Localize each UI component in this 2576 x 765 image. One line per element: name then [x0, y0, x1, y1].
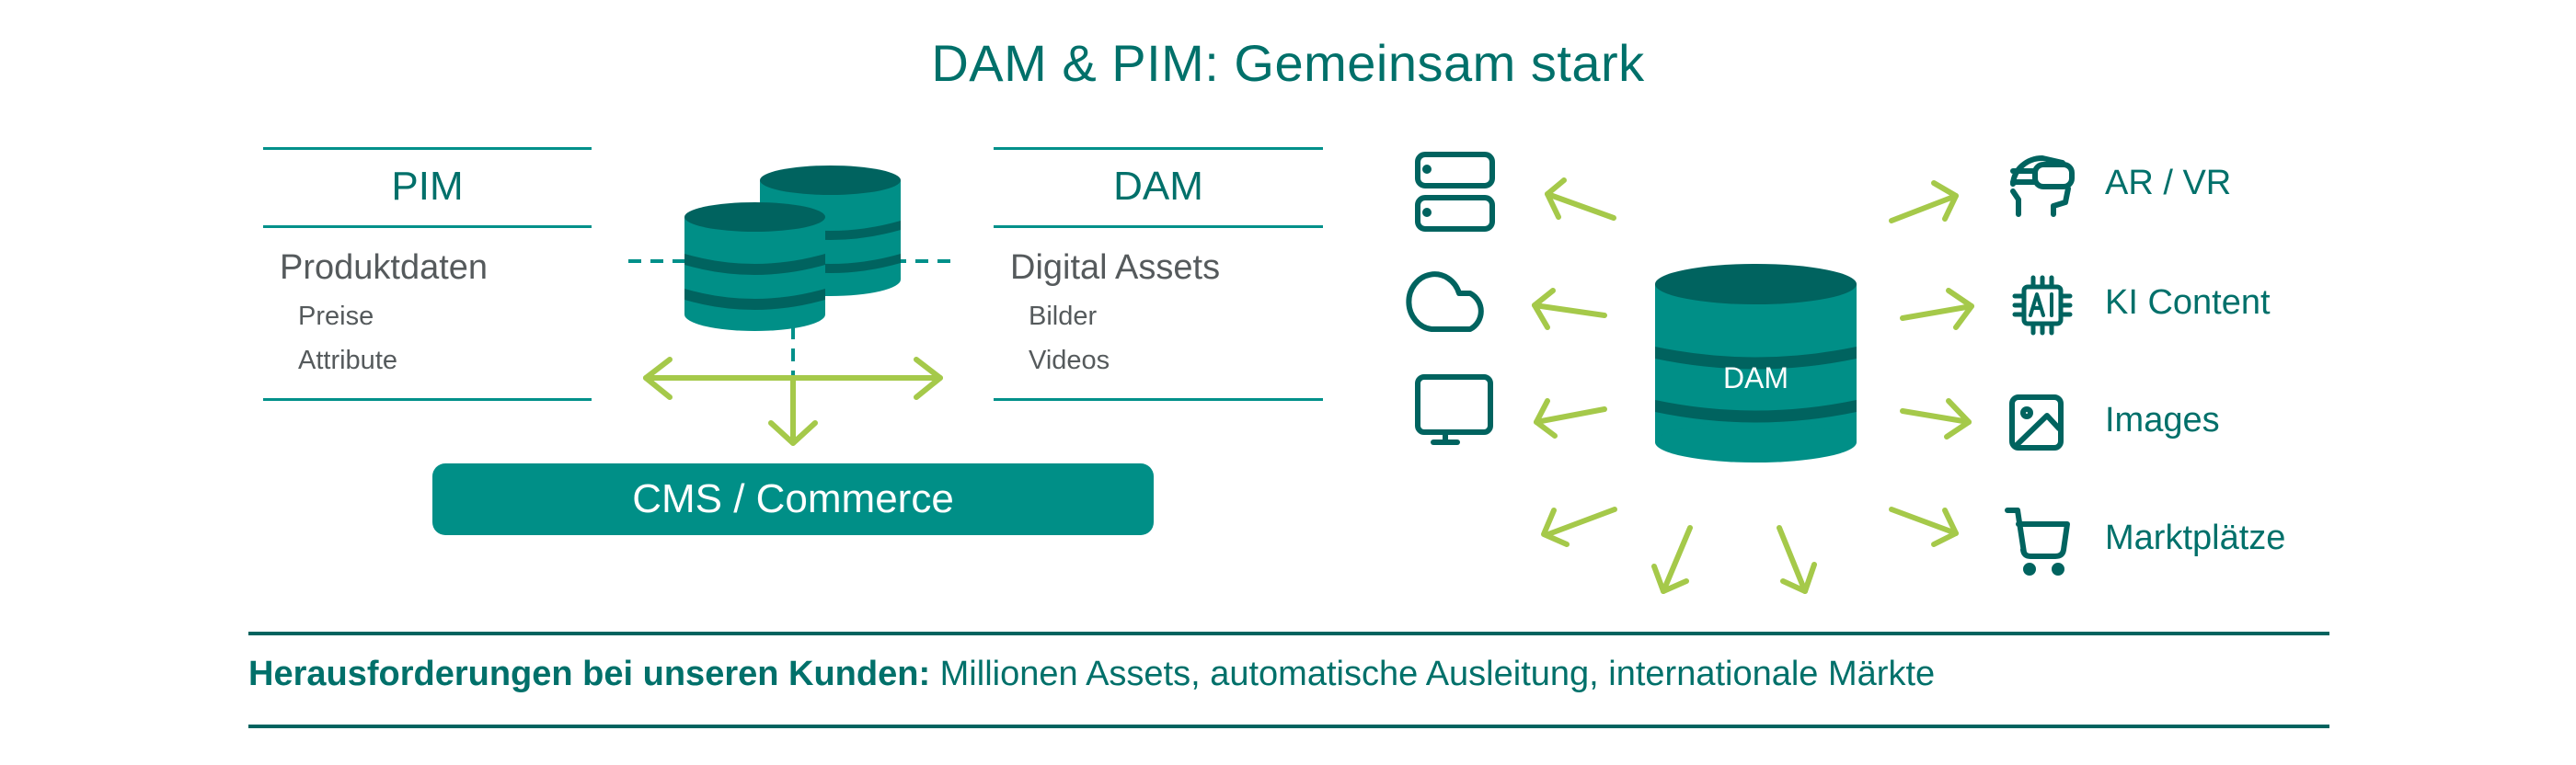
hub-arrows — [1532, 177, 1974, 594]
cloud-icon — [1406, 271, 1484, 332]
vr-headset-icon — [2010, 154, 2075, 217]
pim-sub-item: Preise — [298, 302, 374, 331]
database-icon-front — [684, 202, 825, 331]
image-icon — [2009, 394, 2064, 451]
cms-commerce-bar: CMS / Commerce — [432, 463, 1154, 535]
pim-sub-item: Attribute — [298, 346, 397, 375]
dam-top-rule — [994, 147, 1323, 150]
page-title: DAM & PIM: Gemeinsam stark — [931, 34, 1645, 92]
dam-sub-item: Videos — [1029, 346, 1110, 375]
footer-challenges: Herausforderungen bei unseren Kunden: Mi… — [248, 655, 2329, 694]
output-label-marktplaetze: Marktplätze — [2105, 519, 2286, 557]
footer-bold-label: Herausforderungen bei unseren Kunden: — [248, 655, 931, 693]
dam-bottom-rule — [994, 398, 1323, 401]
pim-bottom-rule — [263, 398, 592, 401]
dam-mid-rule — [994, 225, 1323, 228]
dam-heading: DAM — [1113, 164, 1203, 209]
dam-main-item: Digital Assets — [1010, 248, 1221, 287]
output-label-ki-content: KI Content — [2105, 283, 2271, 322]
dam-sub-item: Bilder — [1029, 302, 1098, 331]
dam-hub-database — [1655, 264, 1857, 462]
footer-bottom-rule — [248, 725, 2329, 728]
pim-main-item: Produktdaten — [280, 248, 489, 287]
pim-heading: PIM — [391, 164, 464, 209]
server-icon — [1415, 152, 1495, 232]
output-label-ar-vr: AR / VR — [2105, 164, 2232, 202]
pim-top-rule — [263, 147, 592, 150]
cms-commerce-label: CMS / Commerce — [632, 476, 954, 521]
ai-chip-icon — [2012, 275, 2073, 336]
monitor-icon — [1415, 374, 1493, 445]
footer-top-rule — [248, 632, 2329, 635]
shopping-cart-icon — [2005, 508, 2070, 576]
pim-mid-rule — [263, 225, 592, 228]
footer-text: Millionen Assets, automatische Ausleitun… — [930, 655, 1936, 693]
dam-hub-label: DAM — [1722, 361, 1789, 394]
distribution-arrows — [643, 357, 943, 446]
output-label-images: Images — [2105, 401, 2220, 440]
